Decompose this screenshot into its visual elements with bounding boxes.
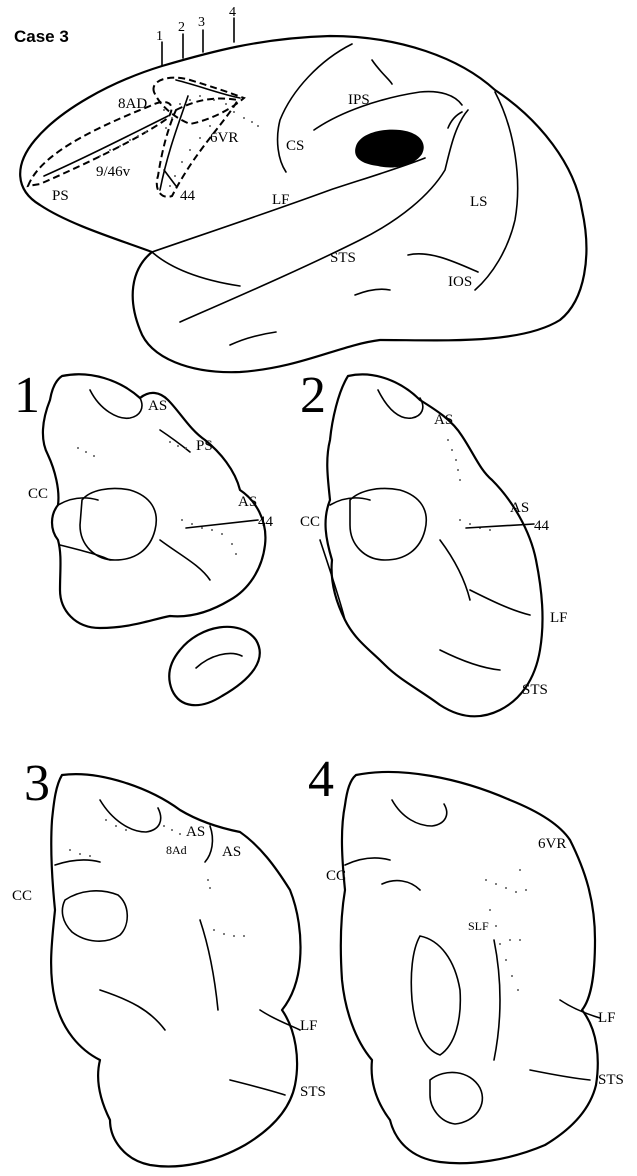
panel-4-labeled-cells bbox=[485, 869, 527, 991]
panel-3-label-lf: LF bbox=[300, 1018, 318, 1034]
panel-4: 4 6VR CC SLF LF STS bbox=[308, 751, 624, 1163]
panel-3-internal-line bbox=[200, 920, 218, 1010]
panel-2: 2 AS AS CC 44 LF STS bbox=[300, 367, 568, 716]
case-title: Case 3 bbox=[14, 27, 69, 46]
minor-sulcus-b bbox=[355, 289, 390, 295]
panel-4-cc bbox=[345, 858, 390, 865]
label-ls: LS bbox=[470, 194, 488, 210]
label-9-46v: 9/46v bbox=[96, 164, 131, 180]
panel-2-internal-line bbox=[440, 540, 470, 600]
panel-2-sts bbox=[440, 650, 500, 670]
panel-4-sts bbox=[530, 1070, 590, 1080]
label-8ad: 8AD bbox=[118, 96, 147, 112]
panel-2-as-sulcus bbox=[378, 390, 423, 418]
panel-1-temporal-outline bbox=[169, 627, 260, 705]
lunate-sulcus bbox=[475, 92, 518, 290]
panel-1-44-leader bbox=[186, 520, 258, 528]
panel-3-cc bbox=[55, 860, 100, 865]
panel-3-labeled-cells bbox=[69, 819, 245, 937]
label-6vr: 6VR bbox=[210, 130, 238, 146]
panel-2-label-as-2: AS bbox=[510, 500, 529, 516]
panel-4-label-6vr: 6VR bbox=[538, 836, 566, 852]
panel-3-hemisphere-outline bbox=[51, 774, 300, 1166]
label-44: 44 bbox=[180, 188, 196, 204]
panel-1: 1 AS PS AS CC 44 bbox=[14, 367, 274, 705]
brain-outline bbox=[20, 36, 586, 372]
minor-sulcus-a bbox=[372, 60, 392, 84]
panel-3-ventricle bbox=[62, 891, 127, 941]
panel-4-inner-mass bbox=[411, 936, 460, 1055]
tick-label-2: 2 bbox=[178, 20, 185, 35]
panel-2-label-44: 44 bbox=[534, 518, 550, 534]
label-lf: LF bbox=[272, 192, 290, 208]
panel-1-label-as-2: AS bbox=[238, 494, 257, 510]
injection-boundary-area44 bbox=[157, 98, 238, 196]
label-ios: IOS bbox=[448, 274, 472, 290]
panel-number-2: 2 bbox=[300, 367, 326, 424]
panel-4-slf-tract bbox=[494, 940, 500, 1060]
tick-label-3: 3 bbox=[198, 15, 205, 30]
panel-2-label-cc: CC bbox=[300, 514, 320, 530]
panel-3-sts bbox=[230, 1080, 285, 1095]
panel-4-label-lf: LF bbox=[598, 1010, 616, 1026]
label-cs: CS bbox=[286, 138, 304, 154]
panel-4-hippocampus bbox=[430, 1072, 482, 1124]
panel-1-internal-line bbox=[160, 540, 210, 580]
panel-4-hemisphere-outline bbox=[341, 772, 598, 1163]
panel-3-as-sulcus-1 bbox=[100, 800, 161, 832]
area44-leader bbox=[164, 170, 176, 186]
panel-4-claustrum bbox=[382, 881, 420, 890]
minor-sulcus-c bbox=[230, 332, 276, 345]
panel-4-lf bbox=[560, 1000, 600, 1018]
panel-3-label-cc: CC bbox=[12, 888, 32, 904]
panel-1-lower-line bbox=[60, 545, 110, 560]
panel-number-3: 3 bbox=[24, 755, 50, 812]
panel-3-label-8ad: 8Ad bbox=[166, 843, 187, 857]
panel-1-labeled-cells bbox=[77, 441, 237, 555]
panel-2-lower-line bbox=[320, 540, 345, 620]
panel-3-internal-line-2 bbox=[100, 990, 165, 1030]
panel-1-cc bbox=[58, 498, 98, 505]
panel-3-label-as-2: AS bbox=[222, 844, 241, 860]
panel-4-label-cc: CC bbox=[326, 868, 346, 884]
panel-4-sulcus-6vr bbox=[392, 800, 447, 826]
panel-2-ventricle bbox=[350, 488, 426, 560]
injection-site bbox=[355, 130, 424, 168]
panel-3-as-sulcus-2 bbox=[205, 826, 212, 862]
panel-number-4: 4 bbox=[308, 751, 334, 808]
label-ips: IPS bbox=[348, 92, 370, 108]
panel-4-label-sts: STS bbox=[598, 1072, 624, 1088]
panel-1-label-cc: CC bbox=[28, 486, 48, 502]
panel-1-temporal-sulcus bbox=[196, 653, 242, 668]
panel-1-label-ps: PS bbox=[196, 438, 213, 454]
panel-1-label-44: 44 bbox=[258, 514, 274, 530]
lateral-brain-view: 8AD 9/46v PS 6VR 44 CS IPS LF LS STS IOS bbox=[20, 36, 586, 372]
panel-2-labeled-cells bbox=[447, 439, 491, 531]
panel-1-label-as-1: AS bbox=[148, 398, 167, 414]
inferior-occipital-sulcus bbox=[408, 254, 478, 272]
tick-label-4: 4 bbox=[229, 5, 236, 20]
panel-2-lf bbox=[470, 590, 530, 615]
minor-sulcus-d bbox=[448, 112, 462, 128]
temporal-contour bbox=[152, 252, 240, 286]
tick-label-1: 1 bbox=[156, 29, 163, 44]
panel-2-label-sts: STS bbox=[522, 682, 548, 698]
panel-2-label-lf: LF bbox=[550, 610, 568, 626]
panel-4-label-slf: SLF bbox=[468, 919, 489, 933]
panel-3-lf bbox=[260, 1010, 300, 1030]
panel-3-label-as-1: AS bbox=[186, 824, 205, 840]
panel-3-label-sts: STS bbox=[300, 1084, 326, 1100]
panel-3: 3 AS 8Ad AS CC LF STS bbox=[12, 755, 326, 1166]
panel-number-1: 1 bbox=[14, 367, 40, 424]
label-sts: STS bbox=[330, 250, 356, 266]
intraparietal-sulcus bbox=[314, 92, 462, 130]
panel-2-label-as-1: AS bbox=[434, 412, 453, 428]
label-ps: PS bbox=[52, 188, 69, 204]
